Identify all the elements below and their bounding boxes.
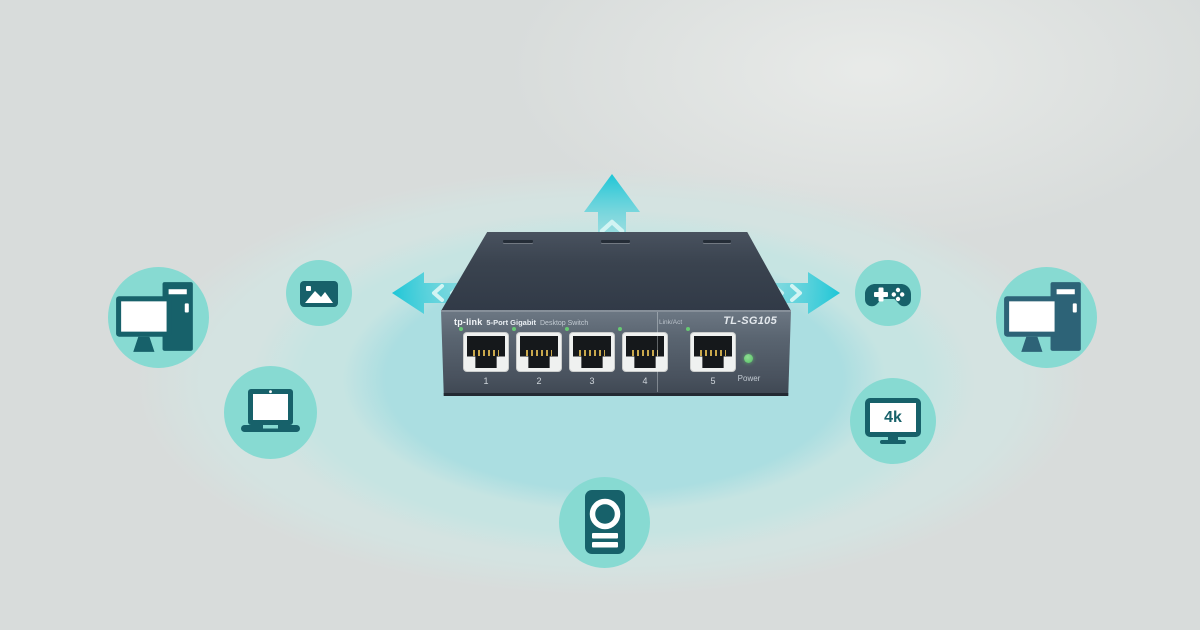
rj45-jack: [463, 332, 509, 372]
laptop-node: [224, 366, 317, 459]
gold-pins: [699, 350, 727, 356]
game-controller-icon: [865, 284, 911, 307]
photo-node: [286, 260, 352, 326]
gold-pins: [578, 350, 606, 356]
product-name-bold: 5-Port Gigabit: [486, 318, 536, 327]
tv-screen: 4k: [865, 398, 921, 437]
vent-slot: [503, 240, 533, 243]
port-number: 4: [642, 376, 648, 386]
power-led: [744, 354, 753, 363]
gold-pins: [631, 350, 659, 356]
rj45-jack: [622, 332, 668, 372]
switch-top-panel: [441, 232, 791, 311]
port-number: 2: [536, 376, 542, 386]
ethernet-port-4: 4: [618, 327, 668, 386]
desktop-pc-icon: [116, 282, 193, 352]
ethernet-port-2: 2: [512, 327, 562, 386]
gold-pins: [525, 350, 553, 356]
port-led: [565, 327, 569, 331]
port-number: 5: [710, 376, 716, 386]
nas-storage-icon: [585, 490, 625, 554]
rj45-jack: [569, 332, 615, 372]
port-led: [686, 327, 690, 331]
tv-4k-label: 4k: [884, 408, 902, 426]
tv-stand-base: [880, 440, 906, 444]
rj45-jack: [516, 332, 562, 372]
port-led: [512, 327, 516, 331]
desktop-pc-icon: [1004, 282, 1081, 352]
port-number: 3: [589, 376, 595, 386]
model-number: TL-SG105: [723, 315, 777, 327]
port-led: [618, 327, 622, 331]
product-name-rest: Desktop Switch: [540, 320, 589, 327]
port-led: [459, 327, 463, 331]
brand-logo: tp-link: [454, 317, 483, 327]
ethernet-ports: 1 2 3 4: [459, 327, 736, 386]
link-act-label: Link/Act: [659, 319, 683, 326]
game-controller-node: [855, 260, 921, 326]
ethernet-port-1: 1: [459, 327, 509, 386]
power-label: Power: [737, 374, 761, 383]
laptop-icon: [241, 389, 300, 432]
tv-stand-neck: [888, 437, 898, 440]
switch-front-panel: tp-link 5-Port Gigabit Desktop Switch Li…: [441, 310, 791, 396]
nas-storage-node: [559, 477, 650, 568]
vent-slot: [601, 240, 630, 243]
tv-4k-node: 4k: [850, 378, 936, 464]
ethernet-port-5: 5: [686, 327, 736, 386]
desktop-pc-node-left: [108, 267, 209, 368]
vent-slot: [703, 240, 731, 243]
panel-divider: [657, 312, 658, 392]
gold-pins: [472, 350, 500, 356]
rj45-jack: [690, 332, 736, 372]
desktop-pc-node-right: [996, 267, 1097, 368]
port-number: 1: [483, 376, 489, 386]
ethernet-port-3: 3: [565, 327, 615, 386]
4k-tv-icon: 4k: [865, 398, 921, 444]
photo-icon: [300, 281, 338, 307]
switch-branding: tp-link 5-Port Gigabit Desktop Switch: [454, 317, 588, 327]
